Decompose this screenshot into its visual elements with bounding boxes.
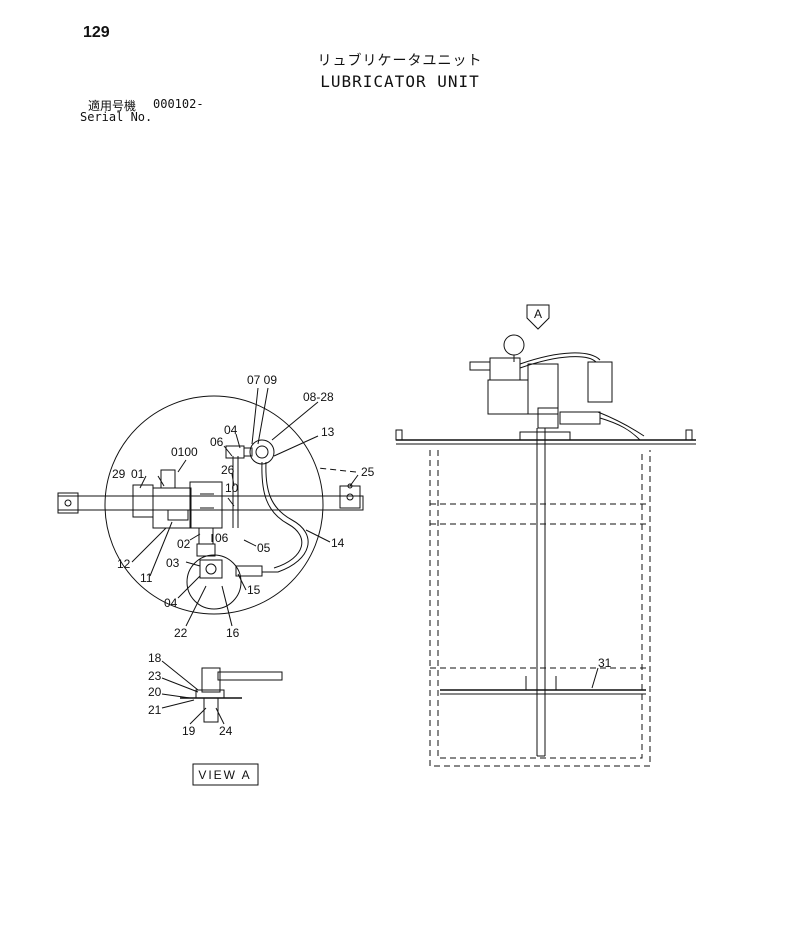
label-29: 29 (112, 467, 126, 481)
serial-label-japanese: 適用号機 (88, 99, 137, 113)
label-15: 15 (247, 583, 261, 597)
side-pump-block (527, 363, 559, 415)
label-07-09: 07 09 (247, 373, 277, 387)
label-16: 16 (226, 626, 240, 640)
label-03: 03 (166, 556, 180, 570)
view-a-box (192, 763, 259, 786)
side-view-assembly: A 31 (395, 304, 696, 767)
detail-hose (217, 671, 283, 681)
drum-lid-outline (104, 395, 324, 615)
bar-end-left (57, 492, 79, 514)
label-01: 01 (131, 467, 145, 481)
label-06b: 06 (215, 531, 229, 545)
serial-label: Serial No. (80, 110, 153, 124)
label-10: 10 (225, 481, 239, 495)
label-0100: 0100 (171, 445, 198, 459)
bar-end-right (339, 485, 361, 509)
view-arrow-label: A (534, 307, 542, 321)
label-04b: 04 (164, 596, 178, 610)
detail-tube (203, 697, 219, 723)
page-title: LUBRICATOR UNIT (320, 72, 480, 91)
side-fitting (559, 411, 601, 425)
detail-assembly: 18 23 20 21 19 24 VIEW A (148, 651, 283, 786)
side-pump-motor (487, 379, 529, 415)
pressure-gauge (249, 439, 275, 465)
label-22: 22 (174, 626, 188, 640)
page-number: 129 (83, 24, 110, 41)
view-a-caption: VIEW A (198, 768, 251, 782)
pump-tube-head (199, 559, 223, 579)
label-08-28: 08-28 (303, 390, 334, 404)
top-view-assembly: 07 09 08-28 04 06 13 0100 26 25 29 01 10… (57, 373, 375, 640)
label-12: 12 (117, 557, 131, 571)
label-21: 21 (148, 703, 162, 717)
label-26: 26 (221, 463, 235, 477)
label-18: 18 (148, 651, 162, 665)
label-25: 25 (361, 465, 375, 479)
fitting-upper (198, 527, 214, 545)
label-02: 02 (177, 537, 191, 551)
label-04: 04 (224, 423, 238, 437)
label-06: 06 (210, 435, 224, 449)
label-24: 24 (219, 724, 233, 738)
label-19: 19 (182, 724, 196, 738)
title-japanese: リュブリケータユニット (317, 53, 483, 69)
valve-block (189, 481, 223, 529)
label-14: 14 (331, 536, 345, 550)
bung-flange (186, 554, 242, 610)
hose-fitting (235, 565, 263, 577)
label-31: 31 (598, 656, 612, 670)
side-gauge (503, 334, 525, 356)
serial-value: 000102- (153, 97, 204, 111)
hose-14 (262, 461, 309, 573)
pump-motor (132, 484, 154, 518)
label-20: 20 (148, 685, 162, 699)
label-05: 05 (257, 541, 271, 555)
label-13: 13 (321, 425, 335, 439)
side-valve (587, 361, 613, 403)
label-11: 11 (140, 571, 153, 585)
detail-fitting (201, 667, 221, 693)
label-23: 23 (148, 669, 162, 683)
nozzle (469, 361, 491, 371)
oil-drum (429, 450, 651, 767)
view-arrow (526, 304, 550, 330)
